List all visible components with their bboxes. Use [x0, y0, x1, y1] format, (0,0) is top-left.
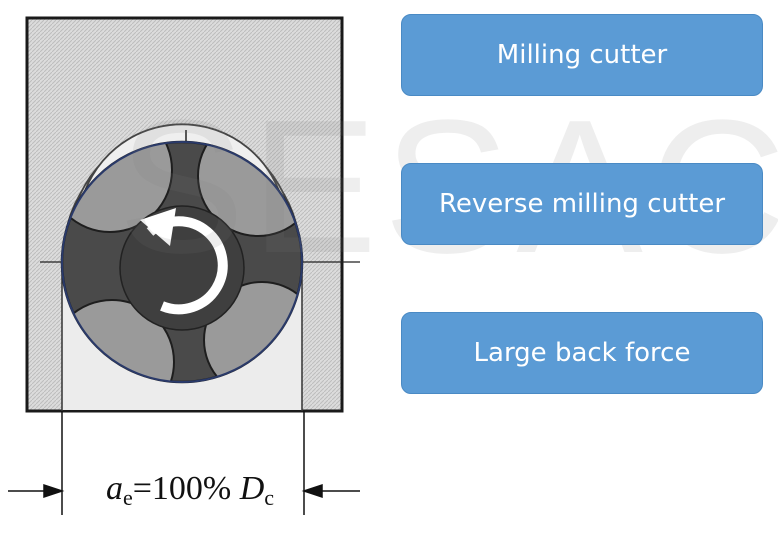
large-back-force-text: Large back force: [473, 338, 691, 368]
large-back-force-label: Large back force: [401, 312, 763, 394]
width-formula: ae=100% Dc: [105, 470, 275, 510]
milling-cutter-text: Milling cutter: [496, 40, 668, 70]
width-dimension: [8, 411, 360, 515]
reverse-milling-cutter-text: Reverse milling cutter: [438, 189, 726, 219]
milling-cutter-label: Milling cutter: [401, 14, 763, 96]
rotation-arrow-icon: [140, 208, 228, 315]
reverse-milling-cutter-label: Reverse milling cutter: [401, 163, 763, 245]
